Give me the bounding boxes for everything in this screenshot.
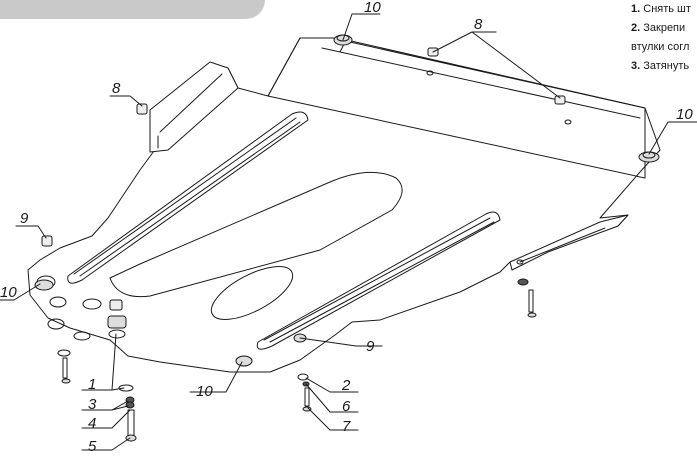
left-long-slot [67,111,309,284]
callout-2: 2 [341,377,351,394]
callout-8-left: 8 [112,80,121,97]
leader-5 [81,437,131,451]
hole-5 [73,331,91,341]
right-bracket-inner [519,227,606,263]
spacer-8-right [554,95,566,105]
leader-2 [305,377,359,393]
left-bracket [149,61,239,153]
leader-8b [432,31,561,99]
spacer-8-left [136,103,148,115]
callout-3: 3 [88,396,97,413]
instruction-3: 3. Затянуть [631,60,690,72]
rear-flange [267,95,646,179]
instruction-1: 1. Снять шт [631,3,691,15]
bolt-far-left [57,349,71,384]
hole-2 [49,296,67,308]
callout-9-right: 9 [366,338,375,355]
callout-9-left: 9 [20,210,29,227]
callout-7: 7 [342,418,351,435]
leader-4 [81,409,131,429]
center-fastener [107,299,127,339]
leader-8a [109,95,143,107]
leader-10a [342,13,381,41]
oval-cutout [210,266,294,320]
instructions-panel: 1. Снять шт 2. Закрепи втулки согл 3. За… [631,0,697,76]
bushing-left-front [34,279,54,291]
callout-4: 4 [88,415,96,432]
leader-9a [15,225,47,239]
callout-10-left: 10 [0,284,17,301]
callout-1: 1 [88,376,96,393]
left-long-slot-inner [73,117,301,277]
callout-6: 6 [342,398,351,415]
leader-3 [81,400,129,411]
callout-5: 5 [88,438,97,455]
instruction-2-cont: втулки согл [631,41,690,53]
right-long-slot [256,211,501,350]
right-long-slot-inner [263,217,495,343]
callout-8-top: 8 [474,16,483,33]
bushing-top-right [638,151,660,163]
callout-10-bottom: 10 [196,383,213,400]
callout-10-top: 10 [364,0,381,16]
bolt-right-group [297,373,312,412]
bolt-right-bracket [517,278,537,318]
rear-flange-top [267,37,646,179]
left-bracket-inner [157,73,223,149]
leader-10c [0,283,41,301]
leader-9b [299,337,383,347]
leader-center [111,333,117,391]
instruction-2: 2. Закрепи [631,22,686,34]
leader-6 [305,383,359,413]
corner-tab [0,0,265,19]
leader-10b [648,121,697,155]
leader-10d [189,361,243,393]
center-cutout [109,171,403,298]
callout-10-right: 10 [676,106,693,123]
bushing-bottom [235,355,253,367]
hole-3 [82,298,102,310]
hole-4 [47,318,65,330]
spacer-9-left [41,235,53,247]
leader-7 [307,407,359,431]
